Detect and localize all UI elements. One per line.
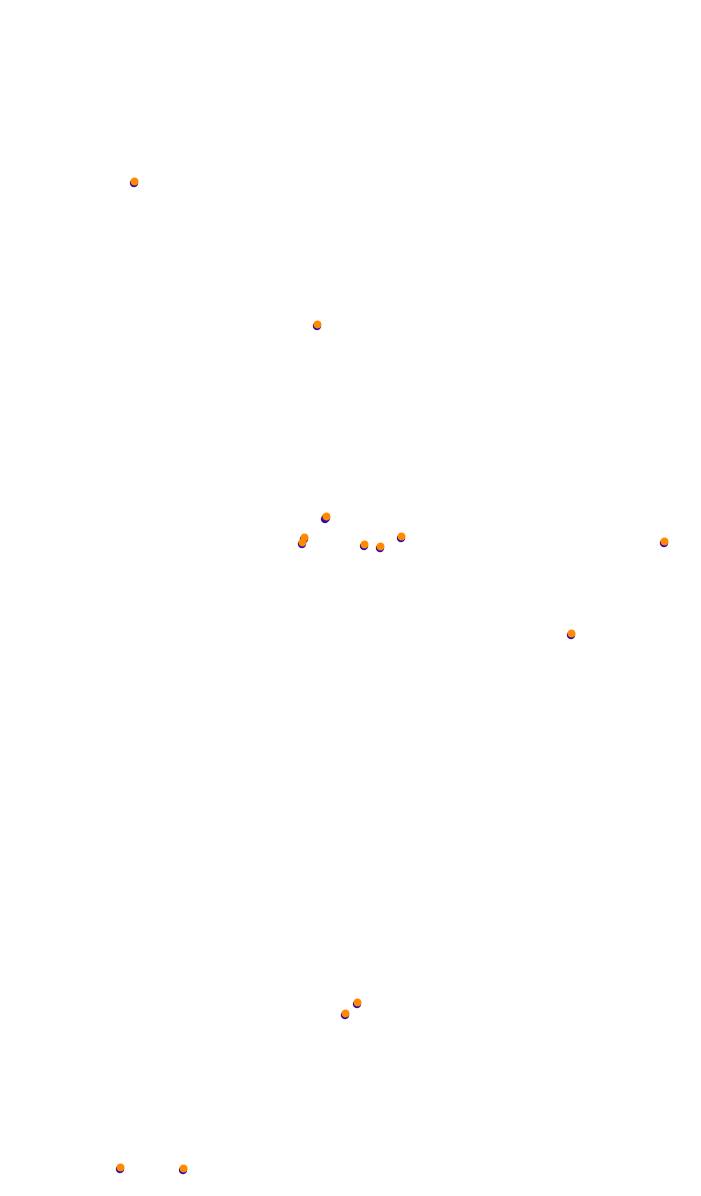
map-marker[interactable] [340,1009,350,1020]
map-marker[interactable] [659,537,669,548]
marker-dot [660,537,669,546]
marker-dot [298,538,307,547]
map-marker[interactable] [359,540,369,551]
marker-dot [313,320,322,329]
map-marker[interactable] [312,320,322,331]
marker-dot [353,998,362,1007]
map-marker[interactable] [352,998,362,1009]
map-marker[interactable] [321,512,331,523]
map-marker[interactable] [115,1163,125,1174]
marker-dot [567,629,576,638]
marker-dot [397,532,406,541]
marker-dot [116,1163,125,1172]
marker-dot [130,177,139,186]
marker-layer [115,177,669,1175]
marker-dot [179,1164,188,1173]
marker-dot [322,512,331,521]
marker-dot [360,540,369,549]
map-marker[interactable] [297,538,307,549]
map-marker[interactable] [396,532,406,543]
map-marker[interactable] [375,542,385,553]
marker-dot [376,542,385,551]
map-marker[interactable] [566,629,576,640]
map-marker[interactable] [178,1164,188,1175]
map-marker[interactable] [129,177,139,188]
marker-dot [341,1009,350,1018]
